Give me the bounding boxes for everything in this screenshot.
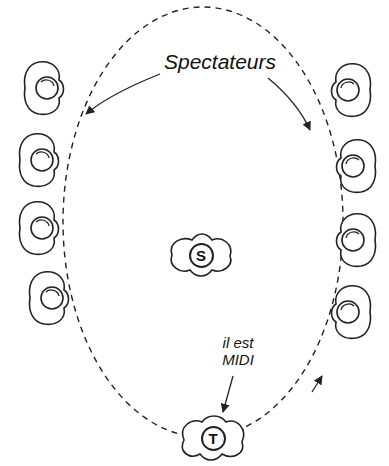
dashed-circle	[63, 7, 343, 437]
spectator-figure	[337, 140, 376, 193]
node-letter: S	[196, 248, 206, 263]
time-note: il est MIDI	[214, 334, 262, 369]
spectator-figure	[332, 286, 371, 339]
spectator-figure	[20, 202, 59, 255]
node-letter: T	[208, 431, 217, 446]
spectators-label: Spectateurs	[145, 50, 295, 74]
leader-arrow	[223, 376, 233, 412]
spectator-figure	[25, 62, 64, 115]
head-circle: S	[189, 243, 214, 268]
person-body	[171, 234, 231, 276]
direction-arrow	[312, 376, 322, 392]
spectator-figure	[332, 64, 371, 117]
spectator-figure	[30, 272, 69, 325]
spectator-figure	[337, 214, 376, 267]
spectator-figure	[20, 134, 59, 187]
head-circle: T	[201, 426, 226, 451]
person-body	[182, 416, 243, 460]
leader-arrow	[268, 78, 310, 130]
leader-arrow	[86, 74, 160, 114]
